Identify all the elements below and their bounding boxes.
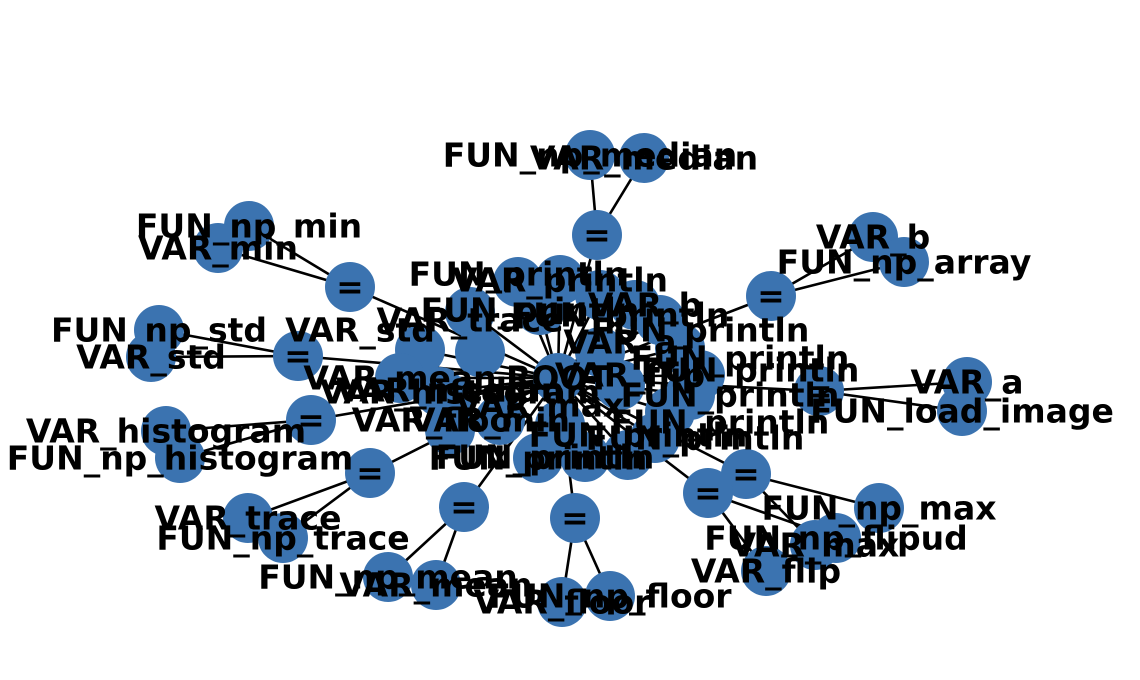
label-assign-max: = — [732, 455, 760, 494]
label-var-min-c19: VAR_min — [410, 401, 570, 440]
label-fun-println-c5: FUN_println — [591, 311, 810, 350]
node-fun-println-c7 — [515, 285, 565, 335]
node-fun-np-mean — [363, 552, 413, 602]
label-fun-load-image: FUN_load_image — [810, 392, 1114, 431]
label-fun-println-c14: FUN_println — [621, 376, 840, 415]
label-var-max: VAR_max — [731, 526, 900, 565]
label-fun-np-array: FUN_np_array — [777, 243, 1032, 282]
label-var-trace-c6: VAR_trace — [376, 301, 563, 340]
node-assign-min — [325, 262, 375, 312]
node-assign-max — [721, 449, 771, 499]
node-assign-array — [746, 271, 796, 321]
label-fun-np-std: FUN_np_std — [51, 311, 267, 350]
node-assign-histogram — [286, 395, 336, 445]
label-var-flip: VAR_flip — [691, 552, 841, 591]
label-fun-println-c7: FUN_println — [421, 291, 640, 330]
node-var-min — [193, 223, 243, 273]
label-var-trace: VAR_trace — [154, 499, 341, 538]
label-var-println-c2: VAR_println — [452, 261, 668, 300]
node-fun-np-histogram — [155, 433, 205, 483]
node-fun-println-c24 — [513, 433, 563, 483]
node-assign-load — [794, 366, 844, 416]
label-assign-array: = — [757, 277, 785, 316]
label-assign-floor: = — [561, 499, 589, 538]
node-assign-median — [572, 210, 622, 260]
node-fun-load-image — [937, 386, 987, 436]
label-fun-np-median: FUN_np_median — [443, 136, 738, 175]
label-fun-np-floor: FUN_np_floor — [488, 577, 732, 616]
label-fun-println-c9: FUN_println — [631, 339, 850, 378]
label-var-std-c8: VAR_std — [285, 311, 435, 350]
label-fun-println-c20: FUN_println — [529, 416, 748, 455]
label-fun-println-c22: FUN_println — [436, 438, 655, 477]
label-var-a: VAR_a — [910, 363, 1023, 402]
label-fun-np-histogram: FUN_np_histogram — [7, 439, 354, 478]
label-var-histogram: VAR_histogram — [26, 412, 306, 451]
node-var-std — [126, 332, 176, 382]
label-fun-println-c18: FUN_println — [586, 419, 805, 458]
label-root: ROOT — [506, 359, 611, 398]
node-fun-np-floor — [585, 571, 635, 621]
label-fun-np-max: FUN_np_max — [761, 489, 996, 528]
label-var-a-c17: VAR_a — [563, 323, 676, 362]
graph-labels: FUN_printlnVAR_printlnFUN_printlnVAR_bFU… — [7, 136, 1114, 622]
label-assign-mean: = — [450, 488, 478, 527]
label-var-histogram-c10: VAR_histogram — [320, 373, 600, 412]
label-fun-println-c3: FUN_println — [511, 296, 730, 335]
graph-nodes — [126, 130, 992, 627]
node-var-flip — [741, 546, 791, 596]
label-fun-np-trace: FUN_np_trace — [156, 519, 409, 558]
node-fun-println-c20 — [603, 430, 653, 480]
label-fun-np-flipud: FUN_np_flipud — [704, 519, 968, 558]
node-root — [533, 353, 583, 403]
node-var-floor — [537, 577, 587, 627]
label-var-std: VAR_std — [76, 338, 226, 377]
node-var-mean-c12 — [375, 353, 425, 403]
label-assign-min: = — [336, 268, 364, 307]
label-fun-println-c24: FUN_println — [429, 439, 648, 478]
label-assign-trace: = — [356, 454, 384, 493]
label-var-floor-c21: VAR_floor — [352, 401, 530, 440]
node-fun-np-flipud — [811, 513, 861, 563]
label-fun-println-c11: FUN_println — [641, 351, 860, 390]
label-fun-println-c1: FUN_println — [409, 255, 628, 294]
label-var-median-c13: VAR_median — [336, 371, 564, 410]
label-var-mean: VAR_mean — [339, 566, 532, 605]
node-assign-trace — [345, 448, 395, 498]
label-assign-load: = — [805, 372, 833, 411]
edge-root-h_min — [349, 285, 559, 380]
label-var-floor: VAR_floor — [474, 583, 652, 622]
edge-root-h_mean — [462, 377, 560, 508]
label-var-flip-c15: VAR_flip — [555, 356, 705, 395]
node-assign-floor — [550, 493, 600, 543]
node-var-a-c17 — [575, 327, 625, 377]
label-var-b-c4: VAR_b — [588, 286, 702, 325]
label-fun-np-mean: FUN_np_mean — [258, 558, 518, 597]
label-var-min: VAR_min — [138, 229, 298, 268]
label-assign-histogram: = — [297, 401, 325, 440]
node-var-min-c19 — [475, 395, 525, 445]
node-var-mean — [411, 560, 461, 610]
node-fun-np-trace — [258, 513, 308, 563]
label-var-mean-c12: VAR_mean — [303, 359, 496, 398]
node-fun-np-median — [565, 130, 615, 180]
node-fun-np-max — [854, 483, 904, 533]
label-fun-np-min: FUN_np_min — [136, 207, 362, 246]
node-fun-np-array — [879, 237, 929, 287]
node-assign-flip — [683, 468, 733, 518]
label-assign-flip: = — [694, 474, 722, 513]
node-var-trace-c6 — [445, 287, 495, 337]
label-var-b: VAR_b — [816, 218, 930, 257]
node-assign-mean — [439, 482, 489, 532]
label-assign-median: = — [583, 216, 611, 255]
node-var-floor-c21 — [425, 405, 475, 455]
label-fun-println-c16: FUN_println — [611, 403, 830, 442]
label-assign-std: = — [284, 337, 312, 376]
node-assign-std — [273, 331, 323, 381]
node-var-median — [619, 133, 669, 183]
node-cluster-extra — [455, 327, 505, 377]
label-var-median: VAR_median — [530, 139, 758, 178]
label-var-max-c23: VAR_max — [456, 386, 625, 425]
